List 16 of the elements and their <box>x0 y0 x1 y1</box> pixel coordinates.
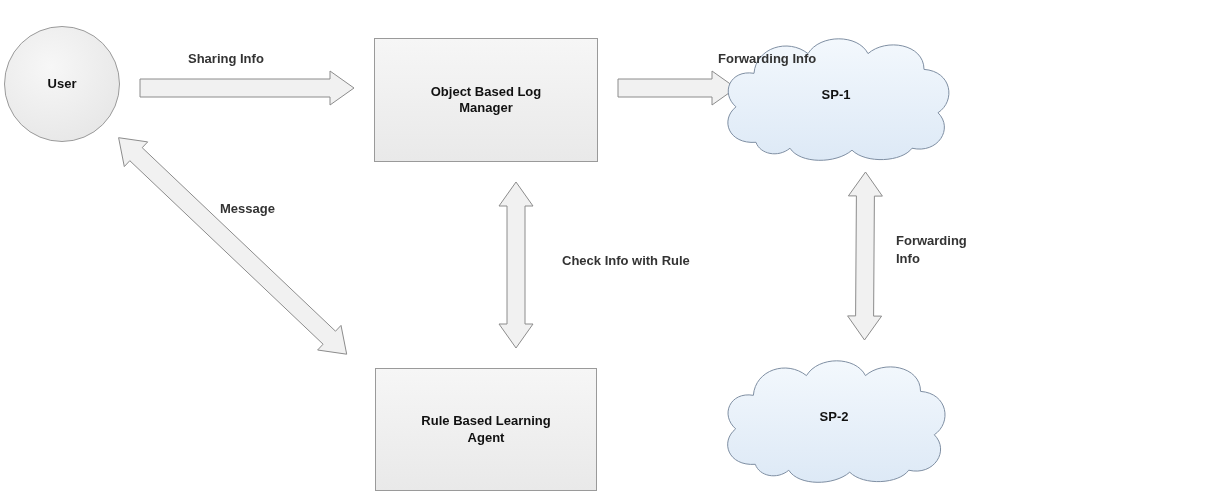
block-arrow <box>498 181 534 349</box>
edge-label: Check Info with Rule <box>562 252 690 270</box>
block-arrow <box>847 171 883 341</box>
edge-label: Forwarding Info <box>896 232 968 268</box>
process-box <box>375 368 597 491</box>
block-arrow <box>139 70 355 106</box>
node-label: User <box>47 75 77 93</box>
node-label: SP-2 <box>819 408 849 426</box>
node-label: Rule Based Learning Agent <box>420 413 552 446</box>
edge-label: Forwarding Info <box>718 50 817 68</box>
node-label: Object Based Log Manager <box>429 83 543 117</box>
edge-label: Message <box>220 200 275 218</box>
node-label: SP-1 <box>821 86 851 104</box>
edge-label: Sharing Info <box>188 50 264 68</box>
process-box <box>374 38 598 162</box>
block-arrow <box>118 137 348 355</box>
